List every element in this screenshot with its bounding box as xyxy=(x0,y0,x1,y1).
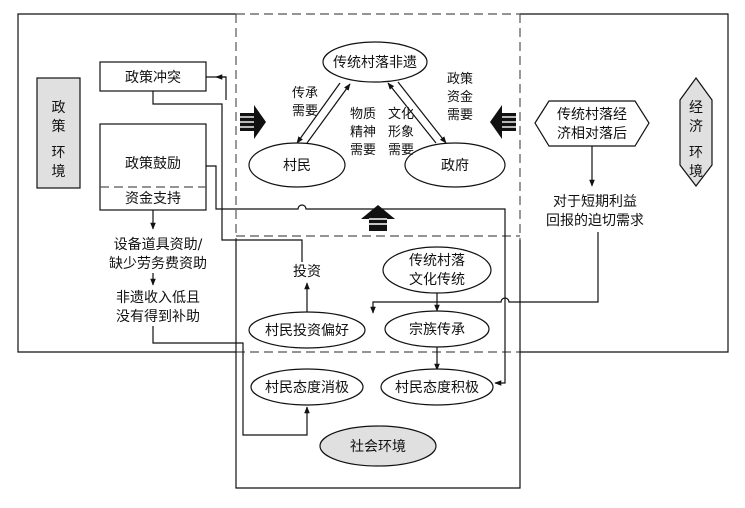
svg-text:济相对落后: 济相对落后 xyxy=(557,126,627,142)
heritage-node: 传统村落非遗 xyxy=(322,41,428,83)
culture-image-need-label: 文化 形象 需要 xyxy=(388,107,414,158)
government-node: 政府 xyxy=(404,142,506,188)
svg-text:传统村落: 传统村落 xyxy=(409,253,465,269)
encourage-to-positive-connector xyxy=(206,165,506,386)
conflict-stub-connector xyxy=(206,76,227,100)
social-environment-label: 社会环境 xyxy=(319,425,437,467)
investment-label: 投资 xyxy=(293,264,321,280)
svg-text:传承: 传承 xyxy=(292,86,318,101)
svg-text:精神: 精神 xyxy=(350,125,376,140)
svg-text:物质: 物质 xyxy=(350,107,376,122)
policy-environment-region xyxy=(17,13,520,353)
svg-text:政府: 政府 xyxy=(441,158,469,174)
equipment-funding-node: 设备道具资助/ 缺少劳务费资助 xyxy=(109,236,207,272)
svg-text:村民投资偏好: 村民投资偏好 xyxy=(265,323,349,339)
government-to-heritage-arrow xyxy=(387,82,437,144)
culture-core-region xyxy=(235,13,521,240)
inherit-need-label: 传承 需要 xyxy=(292,86,318,119)
economic-env-char-2: 济 xyxy=(689,119,703,135)
villager-invest-preference-node: 村民投资偏好 xyxy=(248,311,366,349)
svg-text:需要: 需要 xyxy=(292,104,318,119)
fund-support-text: 资金支持 xyxy=(125,191,181,207)
svg-text:文化: 文化 xyxy=(388,107,414,122)
shortterm-to-preference-connector xyxy=(370,232,599,314)
village-economy-node: 传统村落经 济相对落后 xyxy=(534,100,650,147)
svg-text:形象: 形象 xyxy=(388,125,414,140)
svg-text:社会环境: 社会环境 xyxy=(350,439,406,455)
policy-env-char-3: 环 xyxy=(52,145,66,161)
svg-text:没有得到补助: 没有得到补助 xyxy=(116,308,200,325)
svg-text:宗族传承: 宗族传承 xyxy=(409,322,465,338)
economic-env-char-4: 境 xyxy=(689,164,703,180)
policy-encourage-node: 政策鼓励 资金支持 xyxy=(99,123,207,211)
svg-text:村民态度积极: 村民态度积极 xyxy=(395,380,479,396)
block-arrow-right xyxy=(490,105,516,139)
svg-text:村民: 村民 xyxy=(283,158,311,174)
svg-text:传统村落非遗: 传统村落非遗 xyxy=(333,55,417,71)
policy-env-char-1: 政 xyxy=(52,100,66,116)
svg-text:需要: 需要 xyxy=(350,143,376,158)
block-arrow-up xyxy=(361,205,395,231)
block-arrow-left xyxy=(240,105,266,139)
policy-env-char-2: 策 xyxy=(52,118,66,135)
villagers-to-heritage-arrow xyxy=(306,83,351,144)
svg-text:资金: 资金 xyxy=(447,89,473,105)
svg-text:设备道具资助/: 设备道具资助/ xyxy=(114,236,203,253)
material-spiritual-need-label: 物质 精神 需要 xyxy=(350,107,376,158)
policy-env-char-4: 境 xyxy=(52,164,66,180)
economic-environment-region xyxy=(520,13,729,353)
economic-env-char-3: 环 xyxy=(689,145,703,161)
svg-text:投资: 投资 xyxy=(293,264,321,280)
svg-text:政策: 政策 xyxy=(447,71,473,87)
svg-text:非遗收入低且: 非遗收入低且 xyxy=(116,290,200,306)
clan-inheritance-node: 宗族传承 xyxy=(384,310,490,348)
svg-text:政策冲突: 政策冲突 xyxy=(125,69,181,86)
policy-environment-label: 政 策 环 境 xyxy=(36,77,81,189)
village-culture-node: 传统村落 文化传统 xyxy=(382,246,492,294)
villager-positive-node: 村民态度积极 xyxy=(380,368,494,406)
economic-env-char-1: 经 xyxy=(689,100,703,116)
svg-text:需要: 需要 xyxy=(388,143,414,158)
low-income-node: 非遗收入低且 没有得到补助 xyxy=(116,290,200,325)
villager-negative-node: 村民态度消极 xyxy=(250,368,364,406)
income-to-negative-connector xyxy=(152,326,310,436)
policy-funds-need-label: 政策 资金 需要 xyxy=(447,71,473,123)
conflict-to-investment-connector xyxy=(152,91,303,262)
svg-text:回报的迫切需求: 回报的迫切需求 xyxy=(546,213,644,229)
policy-conflict-node: 政策冲突 xyxy=(99,61,207,92)
social-environment-region xyxy=(235,240,521,489)
heritage-to-government-arrow xyxy=(397,81,447,144)
svg-text:缺少劳务费资助: 缺少劳务费资助 xyxy=(109,256,207,272)
svg-text:对于短期利益: 对于短期利益 xyxy=(553,194,637,210)
economic-environment-label: 经 济 环 境 xyxy=(679,76,713,187)
villagers-node: 村民 xyxy=(248,142,346,188)
svg-text:政策鼓励: 政策鼓励 xyxy=(125,155,181,172)
svg-text:村民态度消极: 村民态度消极 xyxy=(265,380,349,396)
svg-text:传统村落经: 传统村落经 xyxy=(557,107,627,123)
svg-text:需要: 需要 xyxy=(447,108,473,123)
svg-text:文化传统: 文化传统 xyxy=(409,272,465,288)
short-term-demand-node: 对于短期利益 回报的迫切需求 xyxy=(546,194,644,229)
heritage-to-villagers-arrow xyxy=(296,82,341,144)
